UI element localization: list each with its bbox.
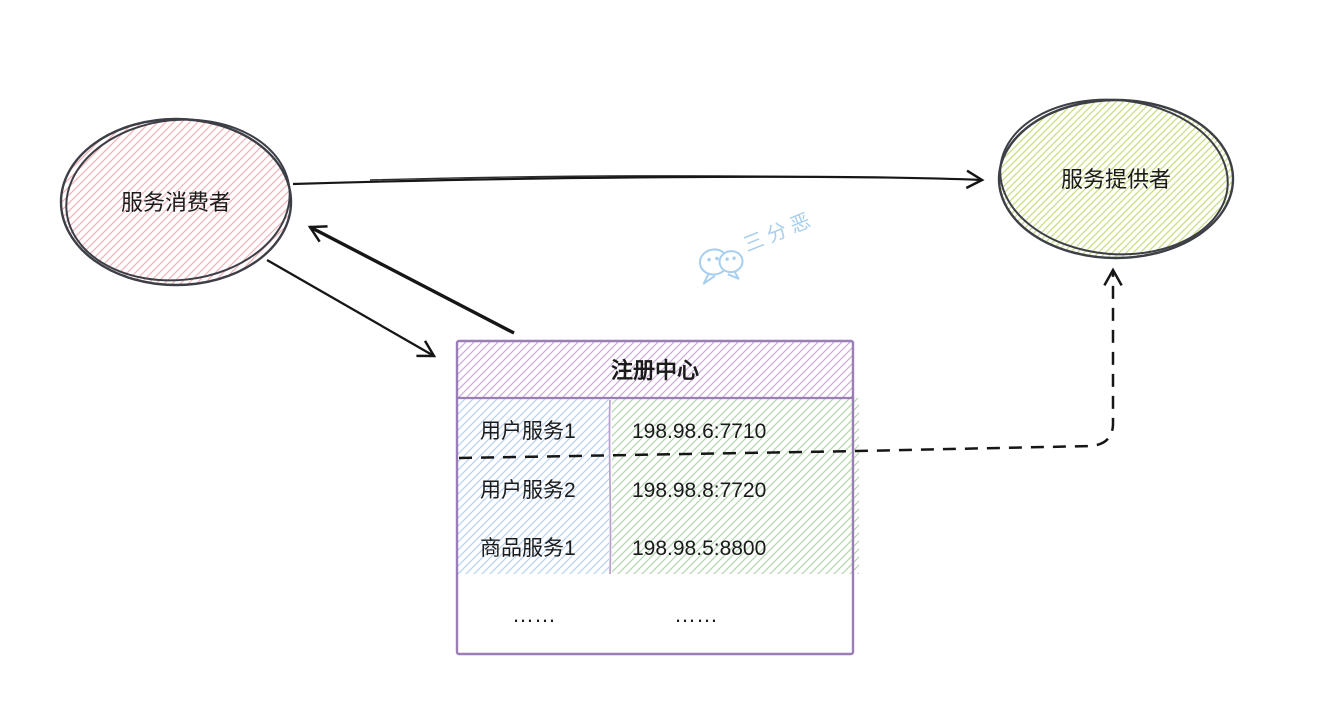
chat-bubble-large-tail	[702, 273, 716, 285]
table-row-ellipsis: …… ……	[512, 602, 718, 627]
chat-bubble-eye	[725, 257, 729, 261]
consumer-ellipse-sketch-stroke	[65, 118, 291, 282]
chat-bubble-small	[718, 250, 744, 274]
registry-table: 注册中心 用户服务1 198.98.6:7710 用户服务2 198.98.8:…	[455, 339, 859, 656]
provider-label: 服务提供者	[1061, 167, 1171, 192]
chat-bubble-eye	[715, 256, 719, 261]
provider-ellipse-sketch-stroke	[999, 98, 1229, 256]
registry-title: 注册中心	[611, 358, 699, 383]
service-name-cell: 用户服务2	[480, 479, 576, 502]
provider-node: 服务提供者	[997, 98, 1235, 260]
registry-outer-border	[455, 339, 855, 656]
watermark: 三分恶	[698, 207, 818, 285]
consumer-to-provider-arrow	[292, 169, 985, 190]
consumer-node: 服务消费者	[59, 117, 293, 287]
ellipsis-right: ……	[674, 602, 718, 627]
service-address-cell: 198.98.5:8800	[632, 537, 766, 560]
registry-column-divider	[608, 399, 612, 575]
consumer-to-provider-arrow-sketch-stroke	[369, 175, 821, 181]
service-address-cell: 198.98.8:7720	[632, 479, 766, 502]
consumer-to-registry-arrow	[266, 259, 437, 358]
watermark-label: 三分恶	[740, 207, 818, 256]
service-address-cell: 198.98.6:7710	[632, 420, 766, 443]
registry-to-consumer-arrow	[307, 225, 515, 335]
registry-service-column-fill	[457, 398, 609, 574]
service-name-cell: 商品服务1	[480, 537, 576, 560]
chat-bubble-eye	[707, 257, 711, 262]
table-row: 用户服务1 198.98.6:7710	[480, 420, 766, 443]
arrows	[266, 169, 1123, 460]
wechat-icon	[698, 248, 744, 285]
table-row: 商品服务1 198.98.5:8800	[480, 537, 766, 560]
service-name-cell: 用户服务1	[480, 420, 576, 443]
registry-to-provider-dashed-arrow	[458, 267, 1123, 460]
ellipsis-left: ……	[512, 602, 556, 627]
registry-header-fill	[457, 341, 853, 398]
chat-bubble-eye	[732, 256, 736, 260]
consumer-label: 服务消费者	[121, 190, 231, 215]
registry-address-column-fill	[612, 398, 859, 574]
chat-bubble-small-tail	[727, 270, 740, 280]
table-row: 用户服务2 198.98.8:7720	[480, 479, 766, 502]
